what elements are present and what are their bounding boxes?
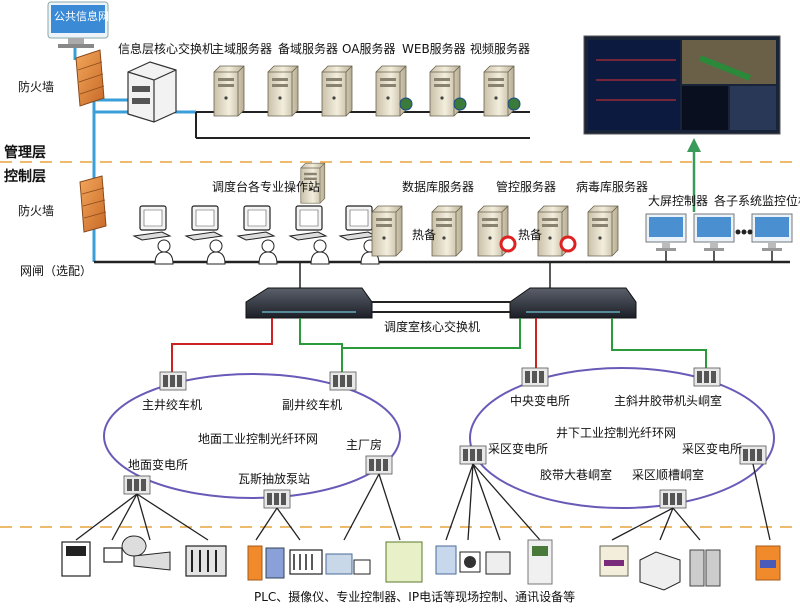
- db-server-label: 数据库服务器: [402, 180, 475, 194]
- ring-left-node-gas-pump: 瓦斯抽放泵站: [238, 472, 311, 486]
- core-switch-label: 调度室核心交换机: [384, 320, 481, 334]
- ring-right-node-main-belt-chamber: 主斜井胶带机头峒室: [614, 394, 723, 408]
- big-screen-label: 大屏控制器: [648, 194, 709, 208]
- hot-standby-1-label: 热备: [412, 228, 437, 242]
- public-net-label: 公共信息网: [54, 10, 109, 23]
- info-core-switch-label: 信息层核心交换机: [118, 42, 215, 56]
- gateway-label: 网闸（选配）: [20, 264, 93, 278]
- ring-left-node-main-winch: 主井绞车机: [142, 398, 203, 412]
- av-server-label: 病毒库服务器: [576, 180, 649, 194]
- bottom-caption: PLC、摄像仪、专业控制器、IP电话等现场控制、通讯设备等: [254, 590, 576, 604]
- ring-left-node-aux-winch: 副井绞车机: [282, 398, 343, 412]
- ring-left-name: 地面工业控制光纤环网: [198, 432, 319, 446]
- firewall-2-label: 防火墙: [18, 204, 55, 218]
- ring-left-node-main-plant: 主厂房: [346, 438, 383, 452]
- ring-right-node-district-substation-2: 采区变电所: [682, 442, 743, 456]
- zone-control-label: 控制层: [4, 169, 46, 185]
- server-label-oa: OA服务器: [342, 42, 396, 56]
- dispatch-stations-label: 调度台各专业操作站: [212, 180, 321, 194]
- ring-right-node-gateway-chamber: 采区顺槽峒室: [632, 468, 705, 482]
- zone-management-label: 管理层: [4, 145, 46, 161]
- ring-right-node-district-substation-1: 采区变电所: [488, 442, 549, 456]
- server-label-web: WEB服务器: [402, 42, 466, 56]
- mgmt-server-label: 管控服务器: [496, 180, 557, 194]
- server-label-domain-main: 主域服务器: [212, 42, 273, 56]
- firewall-1-label: 防火墙: [18, 80, 55, 94]
- ring-right-node-belt-roadway: 胶带大巷峒室: [540, 468, 613, 482]
- hot-standby-2-label: 热备: [518, 228, 543, 242]
- ring-right-node-central-substation: 中央变电所: [510, 394, 571, 408]
- server-label-domain-backup: 备域服务器: [278, 42, 339, 56]
- subsystem-monitor-label: 各子系统监控位机: [714, 194, 800, 208]
- ring-left-node-ground-substation: 地面变电所: [128, 458, 189, 472]
- server-label-video: 视频服务器: [470, 42, 531, 56]
- ring-right-name: 井下工业控制光纤环网: [556, 426, 677, 440]
